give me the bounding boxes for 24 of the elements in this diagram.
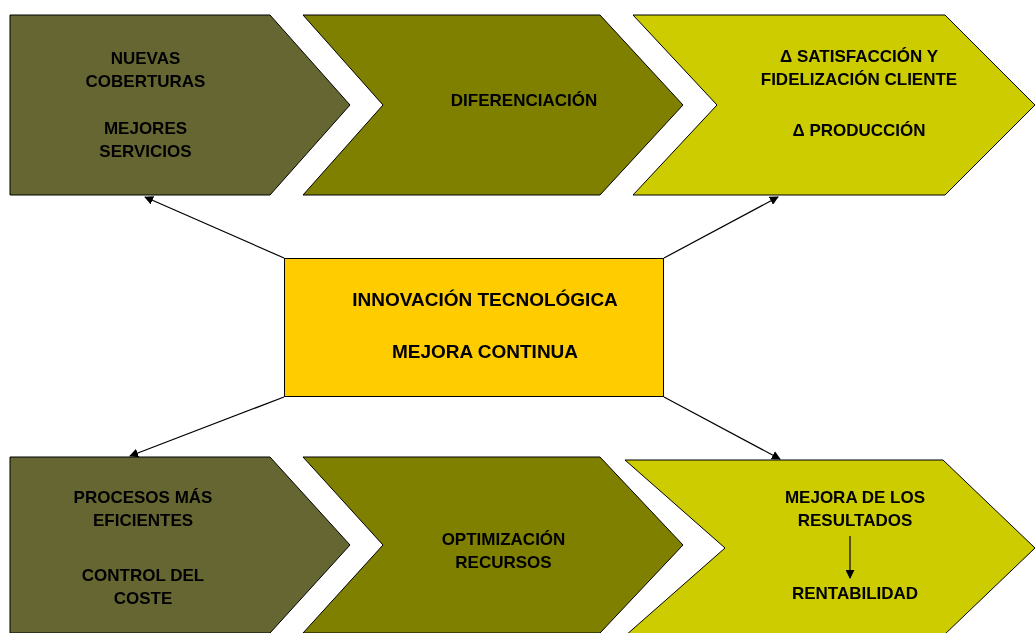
node-label: OPTIMIZACIÓN RECURSOS [440,529,567,574]
chevron-shape [633,15,1035,195]
node-label: MEJORA CONTINUA [391,340,579,363]
node-label: DIFERENCIACIÓN [450,90,598,112]
arrow-shape [10,457,350,633]
node-label: Δ PRODUCCIÓN [792,120,926,142]
chevron-shape [303,457,683,633]
node-label: CONTROL DEL COSTE [80,565,206,610]
arrow [663,396,781,460]
node-label: NUEVAS COBERTURAS [84,48,207,93]
arrow [144,196,285,259]
node-label: PROCESOS MÁS EFICIENTES [72,487,214,532]
arrow [129,396,285,458]
node-label: MEJORES SERVICIOS [98,118,193,163]
node-label: Δ SATISFACCIÓN Y FIDELIZACIÓN CLIENTE [759,46,959,91]
node-label: INNOVACIÓN TECNOLÓGICA [352,288,618,311]
chevron-shape [303,15,683,195]
arrow-shape [10,15,350,195]
chevron-shape [625,460,1035,633]
arrow [663,196,779,259]
node-text: RENTABILIDAD [791,583,919,605]
arrow [845,535,855,579]
node-text: MEJORA DE LOS RESULTADOS [783,487,927,532]
process-box [284,258,664,397]
